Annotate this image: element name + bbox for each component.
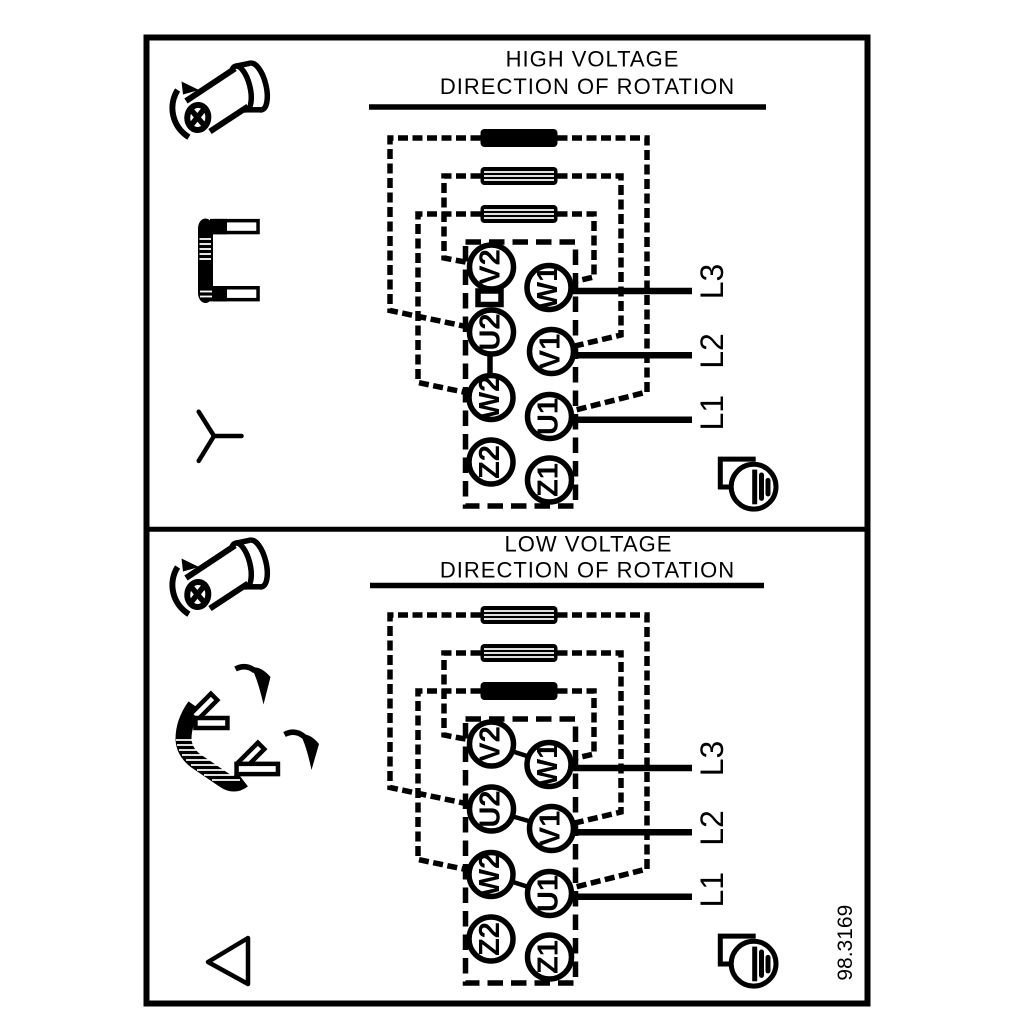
svg-text:DIRECTION OF ROTATION: DIRECTION OF ROTATION — [440, 558, 735, 583]
svg-text:LOW VOLTAGE: LOW VOLTAGE — [505, 532, 673, 557]
svg-text:HIGH VOLTAGE: HIGH VOLTAGE — [506, 47, 680, 72]
svg-text:98.3169: 98.3169 — [834, 905, 857, 981]
svg-text:DIRECTION OF ROTATION: DIRECTION OF ROTATION — [440, 74, 735, 99]
